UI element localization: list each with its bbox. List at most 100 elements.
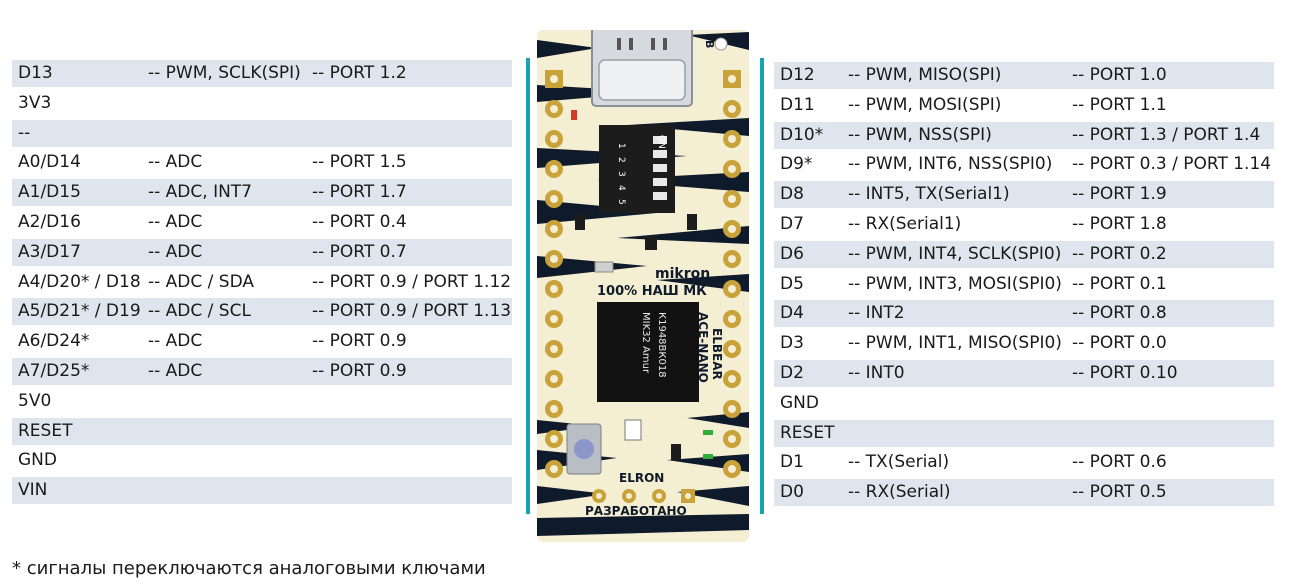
- pin-row: A0/D14 -- ADC -- PORT 1.5: [12, 149, 512, 176]
- pin-port: -- PORT 0.8: [1072, 303, 1167, 324]
- pin-func: -- ADC / SDA: [148, 271, 255, 292]
- pin-pin: GND: [18, 450, 57, 471]
- pin-row: GND: [12, 447, 512, 474]
- pin-row: D7-- RX(Serial1)-- PORT 1.8: [774, 211, 1274, 238]
- pin-row: D9* -- PWM, INT6, NSS(SPI0) -- PORT 0.3 / …: [774, 151, 1274, 178]
- pin-pin: D9*: [780, 154, 813, 175]
- left-accent-line: [526, 58, 530, 514]
- pin-port: -- PORT 0.6: [1072, 452, 1167, 473]
- bottom-pads: [592, 489, 695, 503]
- pin-func: -- PWM, INT4, SCLK(SPI0): [848, 243, 1062, 264]
- pin-row: D11-- PWM, MOSI(SPI)-- PORT 1.1: [774, 92, 1274, 119]
- pin-func: -- PWM, INT3, MOSI(SPI0): [848, 273, 1062, 294]
- pin-pin: GND: [780, 392, 819, 413]
- pin-func: -- PWM, MOSI(SPI): [848, 94, 1002, 115]
- pin-func: -- PWM, INT1, MISO(SPI0): [848, 333, 1062, 354]
- pin-row: D5 -- PWM, INT3, MOSI(SPI0) -- PORT 0.1: [774, 271, 1274, 298]
- pin-func: -- ADC: [148, 212, 203, 232]
- pin-row: D6-- PWM, INT4, SCLK(SPI0)-- PORT 0.2: [774, 240, 1274, 268]
- pin-func: -- ADC: [148, 361, 203, 381]
- name-line2: ACE-NANO: [696, 312, 710, 383]
- corner-letter: B: [703, 40, 716, 48]
- pin-row: D1-- TX(Serial)-- PORT 0.6: [774, 449, 1274, 476]
- pin-row: D4-- INT2-- PORT 0.8: [774, 300, 1274, 328]
- pin-row: D2 -- INT0 -- PORT 0.10: [774, 360, 1274, 387]
- pin-port: -- PORT 0.9 / PORT 1.12: [312, 271, 512, 292]
- pin-port: -- PORT 0.4: [312, 212, 407, 232]
- pin-func: -- PWM, SCLK(SPI): [148, 63, 301, 83]
- pin-pin: A5/D21* / D19: [18, 301, 141, 322]
- pin-func: -- PWM, INT6, NSS(SPI0): [848, 154, 1053, 175]
- switch-number: 5: [616, 199, 626, 205]
- pin-port: -- PORT 0.5: [1072, 482, 1167, 503]
- pin-port: -- PORT 1.7: [312, 182, 407, 203]
- pin-row: A4/D20* / D18-- ADC / SDA-- PORT 0.9 / P…: [12, 269, 512, 296]
- pin-port: -- PORT 0.3 / PORT 1.14: [1072, 154, 1272, 175]
- pin-row: A6/D24*-- ADC-- PORT 0.9: [12, 328, 512, 355]
- pin-pin: D13: [18, 63, 53, 83]
- usb-c-connector: [591, 30, 693, 107]
- slogan-label: 100% НАШ МК: [597, 284, 707, 299]
- pin-pin: D6: [780, 243, 804, 264]
- pin-func: -- TX(Serial): [848, 452, 950, 473]
- pin-func: -- INT5, TX(Serial1): [848, 184, 1010, 205]
- chip-line1: К1948ВК018: [656, 312, 667, 378]
- pin-port: -- PORT 1.9: [1072, 184, 1167, 205]
- pin-func: -- PWM, NSS(SPI): [848, 124, 992, 145]
- green-led-icon: [703, 454, 713, 459]
- pin-func: -- ADC: [148, 152, 203, 173]
- green-led-icon: [703, 430, 713, 435]
- pin-pin: RESET: [18, 420, 73, 441]
- pin-port: -- PORT 0.9: [312, 361, 407, 381]
- pin-row: D10* -- PWM, NSS(SPI) -- PORT 1.3 / PORT 1…: [774, 121, 1274, 149]
- pin-port: -- PORT 0.10: [1072, 363, 1178, 383]
- pin-port: -- PORT 0.9: [312, 331, 407, 352]
- pin-row: A7/D25* -- ADC -- PORT 0.9: [12, 358, 512, 385]
- pin-port: -- PORT 1.2: [312, 63, 407, 83]
- pin-func: -- RX(Serial1): [848, 214, 962, 234]
- pin-func: -- ADC / SCL: [148, 301, 251, 322]
- pin-port: -- PORT 0.7: [312, 241, 407, 262]
- pin-pin: D2: [780, 363, 804, 383]
- pin-row: A3/D17-- ADC-- PORT 0.7: [12, 238, 512, 266]
- pin-pin: A7/D25*: [18, 361, 90, 381]
- pin-pin: D10*: [780, 124, 824, 145]
- pin-row: RESET: [774, 419, 1274, 447]
- pin-pin: 5V0: [18, 390, 52, 411]
- pin-row: D0-- RX(Serial)-- PORT 0.5: [774, 479, 1274, 507]
- pin-port: -- PORT 1.3 / PORT 1.4: [1072, 124, 1261, 145]
- switch-number: 1: [616, 143, 626, 149]
- bottom-label: РАЗРАБОТАНО: [585, 504, 687, 518]
- right-accent-line: [760, 58, 764, 514]
- pin-pin: A3/D17: [18, 241, 81, 262]
- pin-pin: A0/D14: [18, 152, 81, 173]
- pin-pin: --: [18, 122, 31, 143]
- pin-port: -- PORT 0.1: [1072, 273, 1167, 294]
- pin-row: RESET: [12, 417, 512, 445]
- pin-row: D3 -- PWM, INT1, MISO(SPI0) -- PORT 0.0: [774, 330, 1274, 357]
- pin-func: -- INT2: [848, 303, 905, 324]
- pin-pin: D5: [780, 273, 804, 294]
- brand-label: mikron: [655, 266, 710, 282]
- pin-port: -- PORT 0.9 / PORT 1.13: [312, 301, 512, 322]
- pin-pin: D7: [780, 214, 804, 234]
- pin-port: -- PORT 1.0: [1072, 65, 1167, 85]
- pin-port: -- PORT 1.5: [312, 152, 407, 173]
- pin-pin: A2/D16: [18, 212, 81, 232]
- pin-pin: A6/D24*: [18, 331, 90, 352]
- board-illustration: B ON 1 2 3 4 5 SOT-23 mikron 100% НАШ МК…: [537, 30, 749, 542]
- pin-func: -- ADC, INT7: [148, 182, 253, 203]
- pin-pin: D12: [780, 65, 815, 85]
- pin-row: A2/D16 -- ADC -- PORT 0.4: [12, 209, 512, 236]
- pin-row: A1/D15-- ADC, INT7-- PORT 1.7: [12, 179, 512, 207]
- pin-port: -- PORT 0.0: [1072, 333, 1167, 354]
- switch-number: 4: [616, 185, 626, 191]
- pin-pin: D3: [780, 333, 804, 354]
- pin-func: -- INT0: [848, 363, 905, 383]
- pin-row: D13 -- PWM, SCLK(SPI) -- PORT 1.2: [12, 60, 512, 87]
- name-line1: ELBEAR: [710, 328, 724, 380]
- dip-switch: ON 1 2 3 4 5: [599, 125, 675, 213]
- pin-row: 3V3: [12, 90, 512, 117]
- pin-row: D8-- INT5, TX(Serial1)-- PORT 1.9: [774, 181, 1274, 209]
- pin-pin: RESET: [780, 422, 835, 443]
